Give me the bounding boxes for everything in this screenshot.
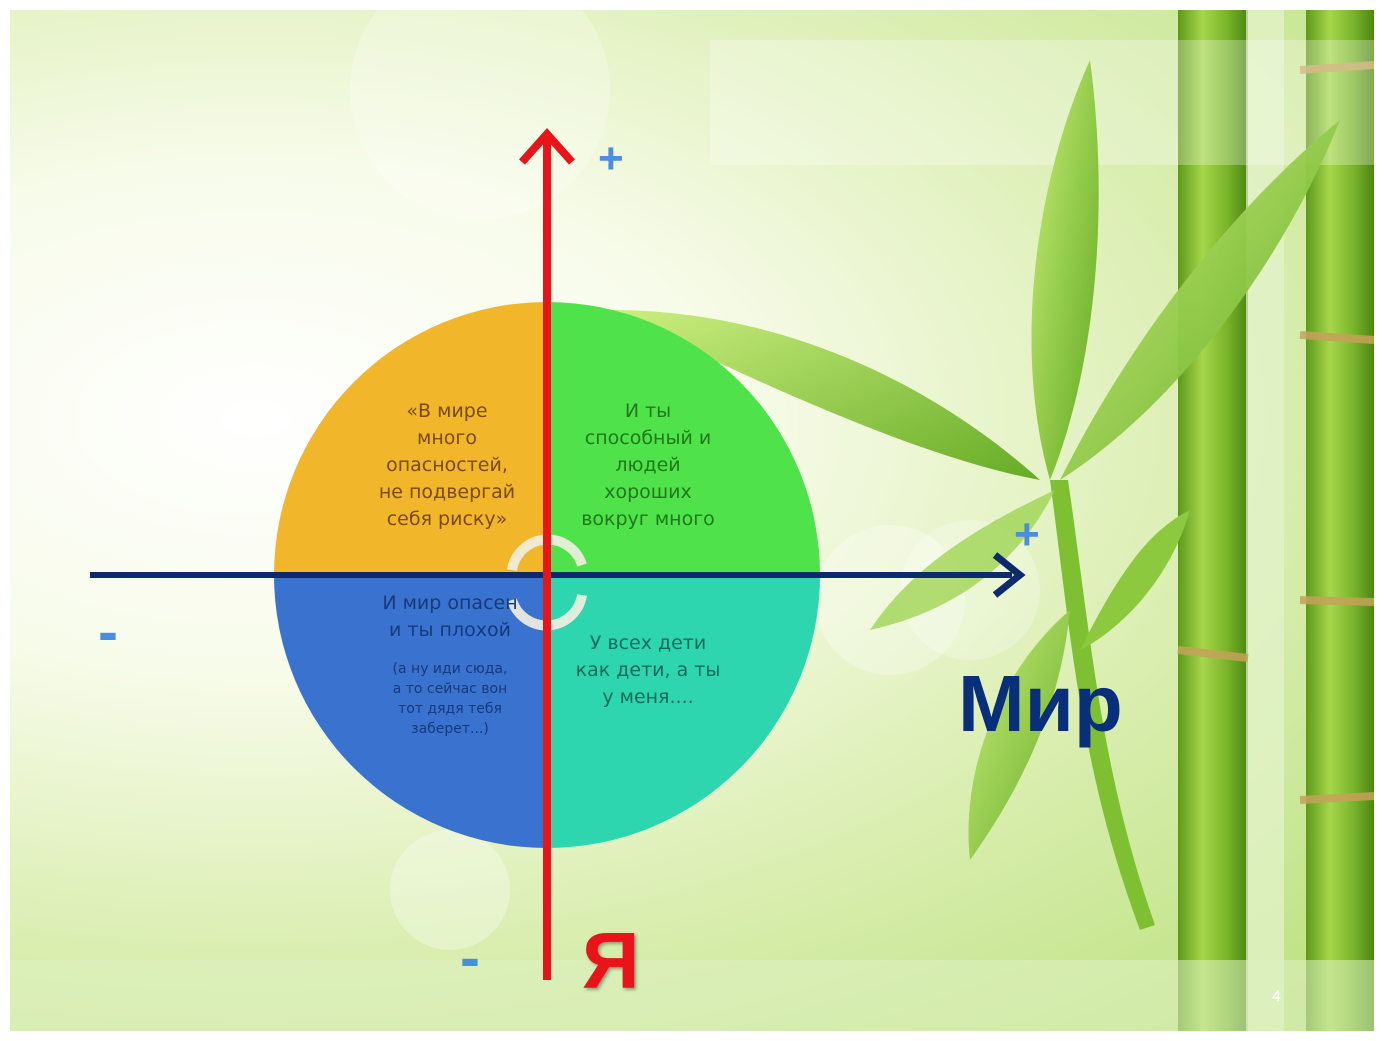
quadrant-top-left-text: «В мире много опасностей, не подвергай с… bbox=[378, 400, 516, 530]
vertical-minus-sign: - bbox=[460, 924, 480, 991]
horizontal-minus-sign: - bbox=[98, 598, 118, 665]
quadrant-bottom-right bbox=[547, 575, 820, 848]
slide-number: 4 bbox=[1272, 988, 1281, 1005]
quadrant-circle bbox=[90, 127, 1026, 980]
vertical-axis-label: Я bbox=[582, 916, 640, 1005]
vertical-plus-sign: + bbox=[598, 134, 624, 183]
quadrant-top-right bbox=[547, 302, 820, 575]
bamboo-background-illustration bbox=[10, 10, 1374, 1031]
quadrant-top-left bbox=[274, 302, 547, 575]
quadrant-bottom-left bbox=[274, 575, 547, 848]
horizontal-axis-arrowhead bbox=[992, 552, 1026, 598]
quadrant-bottom-left-note: (а ну иди сюда, а то сейчас вон тот дядя… bbox=[392, 661, 508, 737]
quadrant-bottom-left-text: И мир опасен и ты плохой bbox=[382, 592, 518, 641]
vertical-axis-arrowhead bbox=[519, 127, 575, 165]
slide: «В мире много опасностей, не подвергай с… bbox=[10, 10, 1374, 1031]
horizontal-axis-label: Мир bbox=[958, 659, 1123, 748]
horizontal-plus-sign: + bbox=[1014, 510, 1040, 559]
quadrant-bottom-right-text: У всех дети как дети, а ты у меня.... bbox=[575, 632, 721, 708]
quadrant-top-right-text: И ты способный и людей хороших вокруг мн… bbox=[581, 400, 715, 530]
